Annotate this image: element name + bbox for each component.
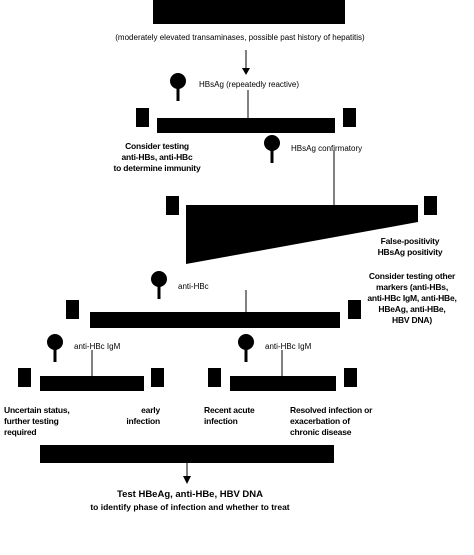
decision-node-anti-hbc [151,271,167,299]
outcome-line: anti-HBs, anti-HBc [121,152,193,162]
outcome-line: early [141,405,160,415]
igm-left-split-bar [40,376,144,391]
outcome-line: HBeAg, anti-HBe, [378,304,446,314]
bottom-merge-bar [40,445,334,463]
title-bar [153,0,345,24]
igm-right-neg-tab [344,368,357,387]
outcome-line: HBV DNA) [392,315,432,325]
outcome-recent-infection: Recent acute infection [204,405,284,427]
outcome-line: to determine immunity [113,163,201,173]
outcome-line: Uncertain status, [4,405,70,415]
outcome-resolved: Resolved infection or exacerbation of ch… [290,405,410,438]
outcome-line: exacerbation of [290,416,350,426]
footer-line-2: to identify phase of infection and wheth… [90,502,290,512]
confirm-wedge [186,205,418,264]
outcome-line: infection [126,416,160,426]
igm-right-split-bar [230,376,336,391]
label-hbsag-confirm: HBsAg confirmatory [291,144,363,153]
decision-node-igm-left [47,334,63,362]
anti-hbc-split-bar [90,312,340,328]
footer-recommendation: Test HBeAg, anti-HBe, HBV DNA to identif… [40,488,340,514]
hbsag-split-bar [157,118,335,133]
outcome-uncertain: Uncertain status, further testing requir… [4,405,94,438]
outcome-line: markers (anti-HBs, [376,282,448,292]
label-anti-hbc: anti-HBc [178,282,209,291]
anti-hbc-right-tab [348,300,361,319]
anti-hbc-left-tab [66,300,79,319]
outcome-line: Recent acute [204,405,255,415]
confirm-right-tab [424,196,437,215]
igm-left-pos-tab [151,368,164,387]
decision-node-confirm [264,135,280,163]
header-note: (moderately elevated transaminases, poss… [115,33,365,42]
outcome-consider-testing: Consider testing anti-HBs, anti-HBc to d… [97,141,217,174]
igm-right-pos-tab [208,368,221,387]
outcome-false-positivity: False-positivity HBsAg positivity [360,236,460,258]
hbsag-pos-tab [343,108,356,127]
igm-left-neg-tab [18,368,31,387]
outcome-line: chronic disease [290,427,352,437]
outcome-line: HBsAg positivity [377,247,443,257]
decision-node-hbsag [170,73,186,101]
label-igm-right: anti-HBc IgM [265,342,312,351]
outcome-line: anti-HBc IgM, anti-HBe, [367,293,457,303]
confirm-left-tab [166,196,179,215]
outcome-line: infection [204,416,238,426]
outcome-line: required [4,427,37,437]
outcome-line: Consider testing [125,141,189,151]
outcome-line: Consider testing other [368,271,456,281]
outcome-early-infection: early infection [110,405,160,427]
outcome-line: Resolved infection or [290,405,373,415]
label-hbsag: HBsAg (repeatedly reactive) [199,80,300,89]
decision-node-igm-right [238,334,254,362]
hbsag-neg-tab [136,108,149,127]
footer-line-1: Test HBeAg, anti-HBe, HBV DNA [116,489,264,500]
label-igm-left: anti-HBc IgM [74,342,121,351]
outcome-line: False-positivity [380,236,440,246]
outcome-consider-other: Consider testing other markers (anti-HBs… [350,271,474,326]
outcome-line: further testing [4,416,59,426]
